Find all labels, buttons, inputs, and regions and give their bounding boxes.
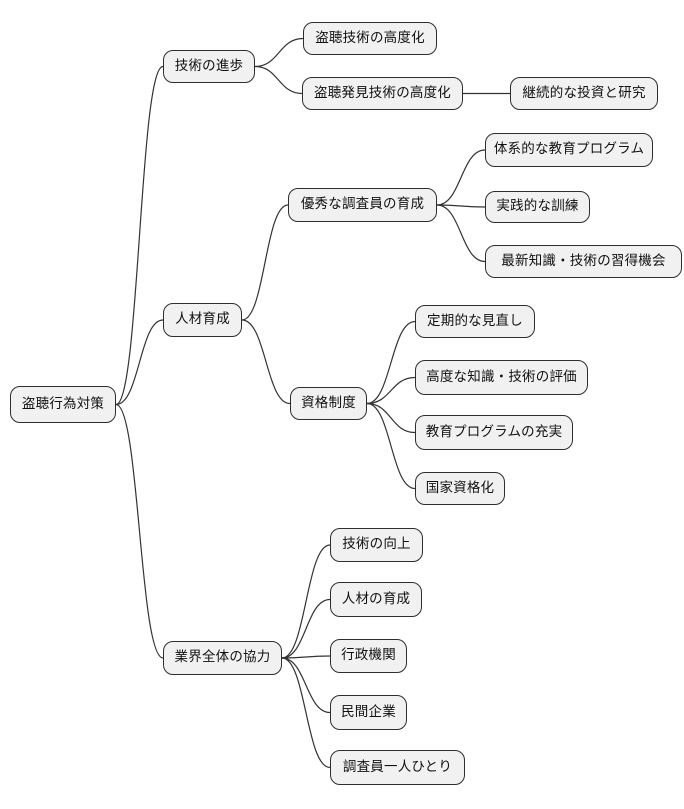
edge-industry-cooperation-to-government-agencies [281,655,331,659]
edge-industry-cooperation-to-tech-improvement [281,544,331,659]
edge-industry-cooperation-to-hr-cultivation [281,598,331,659]
edge-industry-cooperation-to-each-investigator [281,657,331,769]
mindmap-node-root[interactable]: 盗聴行為対策 [10,386,116,423]
edge-excellent-investigators-to-latest-knowledge [436,204,486,263]
mindmap-node-latest-knowledge[interactable]: 最新知識・技術の習得機会 [485,245,682,278]
mindmap-node-industry-cooperation[interactable]: 業界全体の協力 [163,641,282,675]
edge-excellent-investigators-to-practical-training [436,204,486,208]
edge-qualification-system-to-advanced-knowledge-eval [366,376,416,405]
mindmap-node-label: 最新知識・技術の習得機会 [501,252,666,269]
mindmap-node-label: 技術の進歩 [174,57,244,74]
mindmap-node-edu-program-enhancement[interactable]: 教育プログラムの充実 [415,415,573,450]
mindmap-node-label: 実践的な訓練 [496,198,579,215]
mindmap-node-label: 盗聴技術の高度化 [315,29,425,46]
mindmap-node-periodic-review[interactable]: 定期的な見直し [415,305,535,338]
edge-excellent-investigators-to-systematic-edu-program [436,149,486,206]
mindmap-node-qualification-system[interactable]: 資格制度 [290,387,367,420]
mindmap-node-label: 国家資格化 [425,479,495,496]
mindmap-node-label: 調査員一人ひとり [342,758,453,775]
edge-root-to-tech-progress [115,65,164,406]
mindmap-node-government-agencies[interactable]: 行政機関 [330,639,407,673]
edge-qualification-system-to-edu-program-enhancement [366,402,416,434]
edge-root-to-hr-development [115,319,164,406]
edge-qualification-system-to-periodic-review [366,320,416,405]
mindmap-node-label: 高度な知識・技術の評価 [426,368,577,385]
mindmap-node-label: 人材の育成 [341,590,411,607]
mindmap-node-label: 民間企業 [341,703,396,720]
mindmap-node-label: 継続的な投資と研究 [522,84,646,101]
mindmap-node-label: 技術の向上 [342,536,411,553]
mindmap-node-continuous-investment[interactable]: 継続的な投資と研究 [510,77,658,110]
edge-tech-progress-to-eavesdrop-tech-advance [254,37,304,68]
mindmap-node-hr-cultivation[interactable]: 人材の育成 [330,582,422,617]
mindmap-node-label: 優秀な調査員の育成 [300,196,425,213]
mindmap-node-hr-development[interactable]: 人材育成 [163,303,242,337]
mindmap-node-practical-training[interactable]: 実践的な訓練 [485,191,590,223]
edge-root-to-industry-cooperation [115,403,164,659]
mindmap-node-label: 盗聴発見技術の高度化 [314,84,451,101]
mindmap-node-eavesdrop-tech-advance[interactable]: 盗聴技術の高度化 [303,22,437,55]
mindmap-node-label: 定期的な見直し [427,312,523,329]
mindmap-node-private-companies[interactable]: 民間企業 [330,695,407,730]
mindmap-node-advanced-knowledge-eval[interactable]: 高度な知識・技術の評価 [415,360,588,395]
mindmap-node-label: 資格制度 [301,394,356,411]
mindmap-node-each-investigator[interactable]: 調査員一人ひとり [330,750,465,785]
mindmap-node-label: 体系的な教育プログラム [493,141,645,158]
edge-qualification-system-to-national-qualification [366,402,416,490]
mindmap-node-tech-improvement[interactable]: 技術の向上 [330,528,423,562]
mindmap-node-label: 盗聴行為対策 [21,395,105,412]
mindmap-node-tech-progress[interactable]: 技術の進歩 [163,50,255,83]
mindmap-node-label: 人材育成 [175,311,230,328]
edge-hr-development-to-qualification-system [241,319,291,405]
edge-tech-progress-to-detection-tech-advance [254,65,303,95]
mindmap-node-label: 業界全体の協力 [174,649,271,666]
edge-hr-development-to-excellent-investigators [241,204,289,321]
mindmap-node-detection-tech-advance[interactable]: 盗聴発見技術の高度化 [302,77,463,110]
mindmap-node-national-qualification[interactable]: 国家資格化 [415,472,505,505]
mindmap-node-excellent-investigators[interactable]: 優秀な調査員の育成 [288,188,437,222]
edge-industry-cooperation-to-private-companies [281,657,331,714]
mindmap-node-label: 行政機関 [341,647,396,664]
mindmap-node-systematic-edu-program[interactable]: 体系的な教育プログラム [485,133,653,167]
mindmap-node-label: 教育プログラムの充実 [425,423,563,440]
